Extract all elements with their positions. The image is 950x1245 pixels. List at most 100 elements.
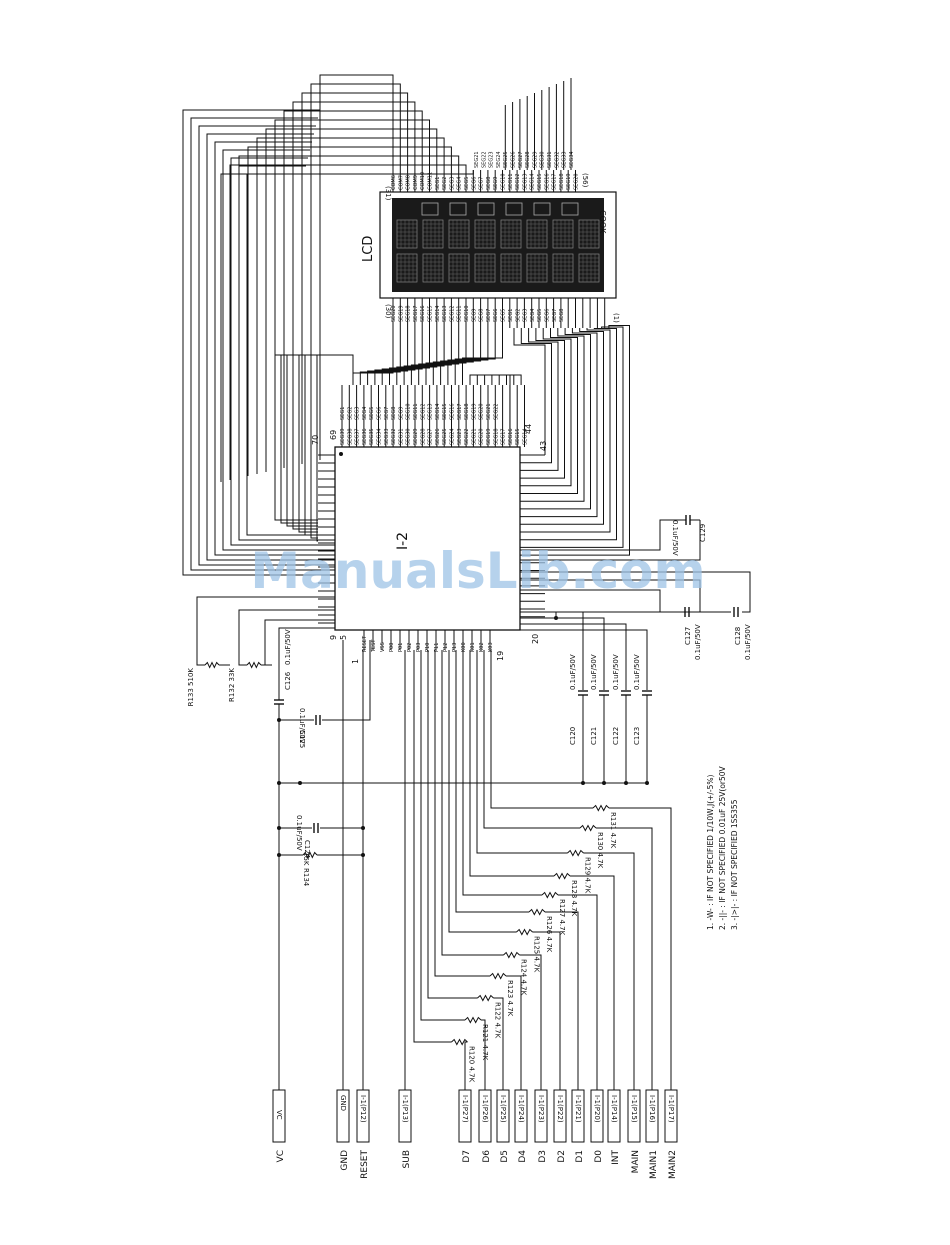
lcd-bottom-pin-label: SEG13 [442, 305, 448, 322]
wire [280, 355, 318, 524]
ic-top-pin-label: SEG15 [442, 403, 448, 420]
resistor-r123-label: R123 4.7K [506, 980, 514, 1017]
lcd-bottom-pin-label: SEG6 [493, 309, 499, 322]
resistor-symbol [302, 851, 318, 859]
junction-dot [277, 853, 281, 857]
lcd-pin-1: (1) [612, 313, 620, 323]
connector-net-label: MAIN2 [668, 1150, 678, 1179]
ic-top-pin-label: SEG9 [398, 407, 404, 420]
lcd-top-pin-label: SEG17 [552, 173, 558, 190]
wire [520, 519, 676, 551]
lcd-bottom-pin-label: SEG6 [545, 309, 551, 322]
connector-box-label: I-1(P23) [537, 1095, 545, 1123]
lcd-bottom-pin-label: SEG5 [537, 309, 543, 322]
connector-box [356, 1089, 370, 1143]
lcd-bottom-pin-label: SEG14 [435, 305, 441, 322]
wire [448, 650, 517, 933]
note-1: 1. -W- : IF NOT SPECIFIED 1/10W,J(+/-5%) [706, 774, 715, 930]
connector-net-label: D7 [462, 1150, 472, 1163]
junction-dot [277, 718, 281, 722]
connector-net-label: MAIN1 [649, 1150, 659, 1179]
lcd-icon [533, 202, 551, 216]
lcd-top-pin-label: COM10 [420, 172, 426, 190]
wire [469, 650, 554, 877]
wire [520, 623, 627, 690]
lcd-seg-label: SEG29 [532, 151, 538, 168]
wire [413, 650, 452, 1043]
wire [513, 328, 546, 455]
lcd-top-pin-label: COM9 [413, 175, 419, 190]
lcd-top-pin-label: SEG10 [501, 173, 507, 190]
cap-c122-value: 0.1uF/50V [612, 654, 620, 690]
connector-net-label: D3 [538, 1150, 548, 1163]
lcd-top-pin-label: SEG7 [479, 177, 485, 190]
connector-box [645, 1089, 659, 1143]
lcd-top-pin-label: COM8 [406, 175, 412, 190]
lcd-digit-cell [474, 219, 496, 249]
wire [542, 328, 572, 487]
lcd-seg-label: SEG33 [562, 151, 568, 168]
ic-top-pin-label: SEG14 [523, 428, 529, 445]
ic-top-pin-label: SEG19 [486, 428, 492, 445]
connector-box [664, 1089, 678, 1143]
wire [322, 640, 371, 721]
ic-top-pin-label: SEG10 [406, 403, 412, 420]
r133-label: R133 510K [187, 668, 195, 707]
lcd-seg-label: SEG24 [496, 151, 502, 168]
wire [264, 619, 335, 665]
connector-net-label: VC [276, 1150, 286, 1162]
lcd-bottom-pin-label: SEG1 [508, 309, 514, 322]
connector-box [514, 1089, 528, 1143]
wire [319, 74, 394, 460]
lcd-digit-cell [448, 253, 470, 283]
resistor-symbol [567, 849, 584, 857]
wire [520, 571, 751, 613]
connector-vc: VC VC [272, 1089, 286, 1162]
wire [310, 355, 318, 539]
lcd-digit-cell [526, 253, 548, 283]
connector-main: I-1(P15)MAIN [627, 1089, 641, 1173]
resistor-r130-label: R130 4.7K [596, 832, 604, 869]
connector-d6: I-1(P26)D6 [478, 1089, 492, 1163]
ic-pin-43: 43 [539, 441, 548, 451]
lcd-top-pin-label: SEG4 [457, 177, 463, 190]
wire [462, 328, 503, 385]
resistor-symbol [246, 661, 262, 669]
ic-top-pin-label: SEG5 [369, 407, 375, 420]
lcd-seg-label: SEG31 [547, 151, 553, 168]
ic-top-pin-label: SEG25 [442, 428, 448, 445]
wire [220, 170, 474, 482]
wire [583, 852, 635, 1090]
lcd-bottom-pin-label: SEG7 [486, 309, 492, 322]
ic-bottom-pin-label: K01 [470, 642, 476, 652]
ic-pin-9: 9 [329, 635, 338, 640]
connector-net-label: SUB [402, 1150, 412, 1168]
wire [310, 83, 401, 462]
lcd-top-pin-label: COM6 [391, 175, 397, 190]
ic-top-pin-label: SEG19 [471, 403, 477, 420]
ic-top-pin-label: SEG6 [377, 407, 383, 420]
connector-box-label: VC [275, 1110, 283, 1120]
ic-top-pin-label: SEG13 [428, 403, 434, 420]
resistor-symbol [477, 994, 494, 1002]
junction-dot [554, 616, 558, 620]
ic-top-pin-label: SEG30 [406, 428, 412, 445]
ic-top-pin-label: SEG16 [450, 403, 456, 420]
wire [434, 650, 490, 977]
junction-dot [298, 781, 302, 785]
ic-bottom-pin-label: K02 [479, 642, 485, 652]
resistor-r125-label: R125 4.7K [533, 936, 541, 973]
lcd-icon-text: COOK [598, 210, 607, 234]
c128-value: 0.1uF/50V [744, 624, 752, 660]
wire [222, 149, 335, 551]
junction-dot [602, 781, 606, 785]
connector-box [398, 1089, 412, 1143]
lcd-bottom-pin-label: SEG8 [559, 309, 565, 322]
lcd-pin-30: (30) [384, 304, 392, 319]
wire [528, 328, 559, 471]
ic-top-pin-label: SEG31 [398, 428, 404, 445]
connector-d5: I-1(P25)D5 [496, 1089, 510, 1163]
connector-box [272, 1089, 286, 1143]
connector-net-label: INT [611, 1150, 621, 1165]
